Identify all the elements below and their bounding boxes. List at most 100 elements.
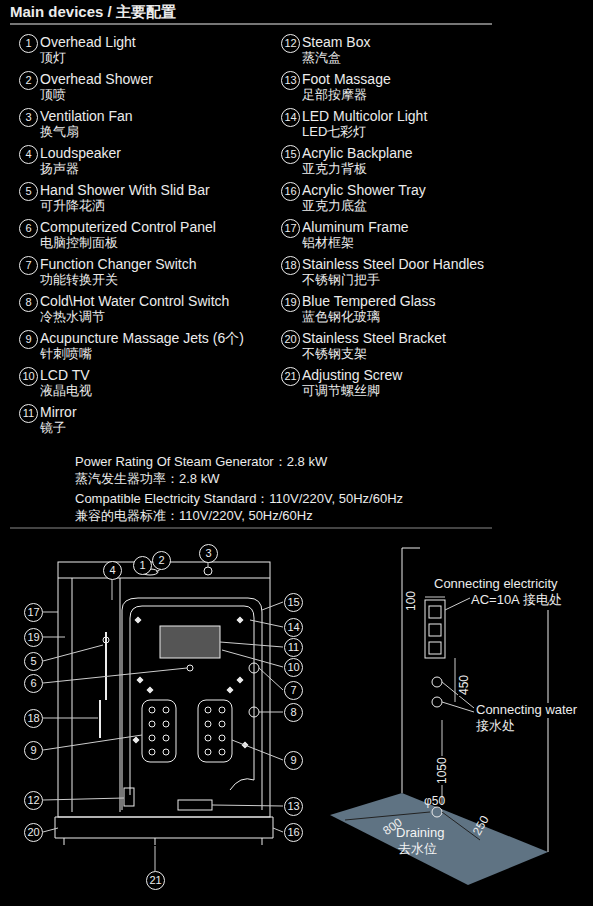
title: Main devices / 主要配置 (10, 3, 176, 20)
callout-number: 17 (24, 603, 43, 622)
part-name-cn: 液晶电视 (40, 384, 92, 399)
part-name: Cold\Hot Water Control Switch (40, 293, 229, 309)
callout-number: 19 (24, 628, 43, 647)
dimension-label: Connecting electricity (433, 577, 559, 592)
callout-number: 12 (281, 34, 300, 53)
callout-number: 18 (24, 709, 43, 728)
callout-number: 21 (146, 871, 165, 890)
callout-number: 5 (24, 652, 43, 671)
title-rule (10, 23, 492, 24)
shower-cabin (55, 562, 273, 845)
callout-number: 20 (24, 823, 43, 842)
dimension-label: 450 (458, 674, 472, 696)
part-name-cn: 可调节螺丝脚 (302, 384, 380, 399)
part-name-cn: 电脑控制面板 (40, 236, 118, 251)
callout-number: 6 (24, 674, 43, 693)
part-name-cn: 镜子 (40, 421, 66, 436)
part-name-cn: 不锈钢支架 (302, 347, 367, 362)
part-name: LED Multicolor Light (302, 108, 427, 124)
part-name-cn: 蒸汽盒 (302, 51, 341, 66)
callout-number: 6 (19, 219, 38, 238)
part-name-cn: 冷热水调节 (40, 310, 105, 325)
callout-number: 10 (284, 658, 303, 677)
callout-number: 1 (19, 34, 38, 53)
dimension-label: φ50 (423, 795, 446, 809)
part-name: Foot Massage (302, 71, 391, 87)
callout-number: 4 (19, 145, 38, 164)
callout-number: 14 (284, 618, 303, 637)
callout-number: 10 (19, 367, 38, 386)
callout-number: 1 (133, 556, 152, 575)
callout-number: 16 (284, 823, 303, 842)
callout-number: 8 (19, 293, 38, 312)
dimension-label: AC=10A 接电处 (470, 593, 563, 608)
part-name: Acupuncture Massage Jets (6个) (40, 330, 244, 346)
part-name: Acrylic Backplane (302, 145, 413, 161)
dimension-label: Connecting water (475, 703, 578, 718)
callout-number: 7 (19, 256, 38, 275)
part-name: Aluminum Frame (302, 219, 409, 235)
callout-number: 11 (284, 638, 303, 657)
part-name: Adjusting Screw (302, 367, 402, 383)
dimension-label: Draining (395, 826, 445, 841)
callout-number: 15 (281, 145, 300, 164)
callout-number: 2 (152, 551, 171, 570)
part-name-cn: 功能转换开关 (40, 273, 118, 288)
part-name-cn: 不锈钢门把手 (302, 273, 380, 288)
part-name: Mirror (40, 404, 77, 420)
callout-number: 20 (281, 330, 300, 349)
part-name: Ventilation Fan (40, 108, 133, 124)
callout-number: 16 (281, 182, 300, 201)
callout-number: 5 (19, 182, 38, 201)
part-name: Overhead Light (40, 34, 136, 50)
callout-number: 4 (103, 561, 122, 580)
callout-number: 12 (24, 791, 43, 810)
part-name-cn: 铝材框架 (302, 236, 354, 251)
spec-note: Power Rating Of Steam Generator：2.8 kW (75, 455, 327, 470)
callout-number: 17 (281, 219, 300, 238)
massage-jets (133, 617, 248, 755)
part-name: LCD TV (40, 367, 90, 383)
part-name-cn: 蓝色钢化玻璃 (302, 310, 380, 325)
callout-number: 9 (284, 751, 303, 770)
callout-number: 9 (24, 741, 43, 760)
spec-note: 兼容的电器标准：110V/220V, 50Hz/60Hz (75, 509, 313, 524)
callout-number: 3 (199, 544, 218, 563)
separator (10, 528, 492, 529)
part-name: Stainless Steel Bracket (302, 330, 446, 346)
callout-number: 21 (281, 367, 300, 386)
callout-number: 13 (284, 797, 303, 816)
callout-number: 19 (281, 293, 300, 312)
callout-number: 15 (284, 593, 303, 612)
leader-lines (43, 562, 283, 871)
part-name: Overhead Shower (40, 71, 153, 87)
part-name-cn: 亚克力背板 (302, 162, 367, 177)
part-name: Loudspeaker (40, 145, 121, 161)
callout-number: 9 (19, 330, 38, 349)
part-name: Blue Tempered Glass (302, 293, 436, 309)
part-name: Acrylic Shower Tray (302, 182, 426, 198)
part-name: Hand Shower With Slid Bar (40, 182, 210, 198)
callout-number: 14 (281, 108, 300, 127)
spec-note: Compatible Electricity Standard：110V/220… (75, 492, 403, 507)
part-name: Computerized Control Panel (40, 219, 216, 235)
dimension-label: 去水位 (397, 842, 438, 857)
dimension-label: 100 (405, 590, 419, 612)
part-name-cn: 可升降花洒 (40, 199, 105, 214)
part-name-cn: 扬声器 (40, 162, 79, 177)
dimension-label: 接水处 (475, 719, 516, 734)
part-name: Steam Box (302, 34, 370, 50)
part-name-cn: 顶灯 (40, 51, 66, 66)
callout-number: 7 (284, 681, 303, 700)
callout-number: 18 (281, 256, 300, 275)
part-name-cn: 亚克力底盆 (302, 199, 367, 214)
callout-number: 11 (19, 404, 38, 423)
callout-number: 2 (19, 71, 38, 90)
callout-number: 13 (281, 71, 300, 90)
callout-number: 3 (19, 108, 38, 127)
part-name-cn: 顶喷 (40, 88, 66, 103)
spec-note: 蒸汽发生器功率：2.8 kW (75, 472, 219, 487)
callout-number: 8 (284, 703, 303, 722)
